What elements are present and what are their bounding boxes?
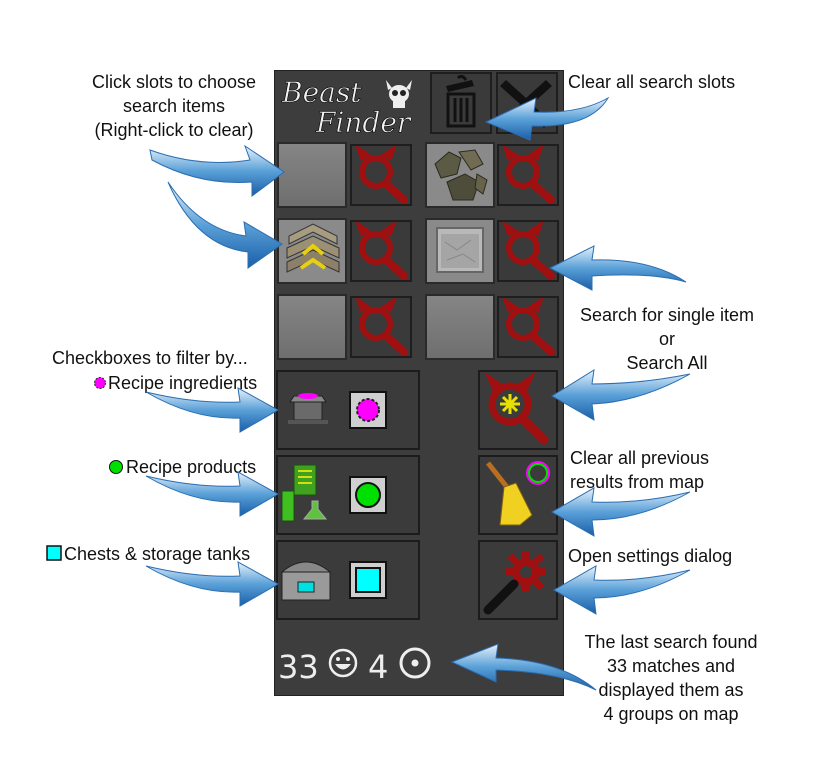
search-slot-4-button[interactable]	[497, 220, 559, 282]
search-all-icon	[484, 372, 549, 445]
ingredients-legend-icon	[93, 376, 107, 390]
search-all-button[interactable]	[478, 370, 558, 450]
arrow-settings	[552, 565, 691, 615]
search-icon	[499, 298, 557, 356]
search-slot-6[interactable]	[425, 294, 495, 360]
search-slot-5[interactable]	[277, 294, 347, 360]
plates-icon	[286, 223, 340, 273]
note-ingredients: Recipe ingredients	[108, 373, 258, 393]
search-icon	[499, 146, 557, 204]
close-button[interactable]	[496, 72, 558, 134]
group-count: 4	[368, 648, 389, 686]
title-line1: Beast	[281, 76, 362, 109]
search-slot-3-button[interactable]	[350, 220, 412, 282]
furnace-icon	[288, 393, 328, 424]
note-checkboxes: Checkboxes to filter by...	[52, 348, 248, 368]
app-title-logo: Beast Finder	[280, 72, 418, 136]
arrow-slots-1	[149, 144, 285, 197]
settings-gear-icon	[483, 552, 546, 615]
stone-brick-icon	[436, 227, 484, 273]
settings-button[interactable]	[478, 540, 558, 620]
search-slot-6-button[interactable]	[497, 296, 559, 358]
search-slot-2[interactable]	[425, 142, 495, 208]
arrow-slots-2	[167, 181, 283, 269]
skull-icon	[386, 80, 412, 108]
search-slot-4[interactable]	[425, 218, 495, 284]
note-chests: Chests & storage tanks	[64, 544, 251, 564]
note-search-single: Search for single item or Search All	[579, 305, 755, 373]
note-clear-slots: Clear all search slots	[568, 72, 736, 92]
arrow-search-all	[551, 369, 691, 421]
search-icon	[352, 146, 410, 204]
smiley-icon	[328, 648, 358, 678]
search-slot-2-button[interactable]	[497, 144, 559, 206]
arrow-clear-results	[550, 487, 691, 537]
note-settings: Open settings dialog	[568, 546, 733, 566]
note-products: Recipe products	[126, 457, 257, 477]
search-slot-5-button[interactable]	[350, 296, 412, 358]
title-line2: Finder	[315, 106, 412, 136]
clear-results-button[interactable]	[478, 455, 558, 535]
clear-slots-button[interactable]	[430, 72, 492, 134]
trash-icon	[446, 74, 476, 128]
filter-chests[interactable]	[276, 540, 420, 620]
match-count: 33	[278, 648, 319, 686]
products-legend-icon	[108, 459, 124, 475]
note-last-search: The last search found 33 matches and dis…	[584, 632, 758, 724]
search-slot-3[interactable]	[277, 218, 347, 284]
filter-products[interactable]	[276, 455, 420, 535]
products-checkbox[interactable]	[349, 476, 387, 514]
products-icon	[281, 464, 328, 522]
broom-icon	[486, 461, 550, 526]
chest-icon	[280, 561, 332, 601]
chests-checkbox[interactable]	[349, 561, 387, 599]
search-slot-1[interactable]	[277, 142, 347, 208]
chests-legend-icon	[46, 545, 62, 561]
note-click-slots: Click slots to choose search items (Righ…	[91, 72, 257, 140]
filter-ingredients[interactable]	[276, 370, 420, 450]
target-icon	[398, 646, 432, 680]
arrow-search-single	[548, 245, 687, 291]
close-icon	[500, 80, 552, 128]
stone-icon	[434, 149, 488, 201]
arrow-chests	[145, 561, 280, 607]
search-slot-1-button[interactable]	[350, 144, 412, 206]
search-icon	[352, 222, 410, 280]
note-clear-results: Clear all previous results from map	[570, 448, 710, 492]
ingredients-checkbox[interactable]	[349, 391, 387, 429]
search-icon	[352, 298, 410, 356]
search-icon	[499, 222, 557, 280]
